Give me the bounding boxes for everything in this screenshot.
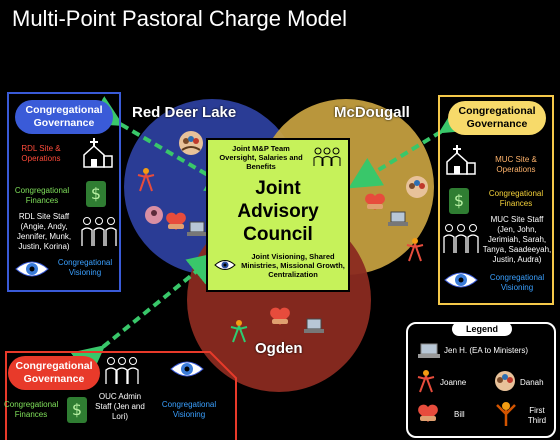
laptop-icon (304, 318, 324, 333)
council-bottom-text: Joint Visioning, Shared Ministries, Miss… (241, 252, 345, 279)
legend-bill: Bill (454, 410, 465, 419)
arrow-bottom-panel (70, 251, 221, 378)
person-icon (145, 206, 163, 224)
left-governance-pill: Congregational Governance (15, 100, 113, 134)
circle-label-ogden: Ogden (255, 340, 303, 357)
svg-text:$: $ (72, 400, 82, 419)
council-top-text: Joint M&P Team Oversight, Salaries and B… (219, 144, 303, 171)
bottom-visioning-text: Congregational Visioning (161, 400, 217, 419)
team-people-icon (313, 147, 341, 166)
joint-advisory-council-box: Joint M&P Team Oversight, Salaries and B… (206, 138, 350, 292)
celebration-icon (406, 238, 424, 262)
council-title-line3: Council (243, 224, 313, 245)
celebration-icon (137, 168, 155, 192)
church-icon (446, 145, 476, 175)
people-group-icon (179, 131, 203, 155)
council-title-line2: Advisory (237, 201, 319, 222)
left-site-ops-text: RDL Site & Operations (21, 144, 61, 163)
left-panel: Congregational Governance RDL Site & Ope… (7, 92, 121, 292)
money-icon: $ (449, 188, 469, 214)
right-site-ops-text: MUC Site & Operations (495, 155, 537, 174)
right-panel: Congregational Governance MUC Site & Ope… (438, 95, 554, 305)
bottom-governance-pill: Congregational Governance (8, 356, 100, 390)
bottom-panel: Congregational Governance Congregational… (0, 348, 240, 440)
page-title: Multi-Point Pastoral Charge Model (12, 6, 348, 31)
money-icon: $ (67, 397, 87, 423)
eye-icon (444, 272, 478, 288)
hands-raised-icon (496, 402, 516, 426)
bottom-panel-border (5, 351, 237, 440)
eye-icon (15, 261, 49, 277)
arrow-right-panel (348, 103, 474, 189)
legend-title: Legend (452, 322, 512, 336)
legend-box: Legend Jen H. (EA to Ministers) Joanne D… (406, 322, 556, 438)
legend-jen: Jen H. (EA to Ministers) (444, 346, 529, 355)
left-finances-text: Congregational Finances (14, 186, 70, 205)
heart-hands-icon (365, 193, 385, 210)
svg-text:$: $ (454, 191, 464, 210)
heart-hands-icon (270, 307, 290, 325)
council-title-line1: Joint (255, 178, 301, 199)
right-staff-text: MUC Site Staff (Jen, John, Jerimiah, Sar… (482, 215, 552, 264)
laptop-icon (388, 211, 408, 226)
eye-icon (170, 361, 204, 377)
people-group-icon (406, 176, 428, 198)
legend-joanne: Joanne (440, 378, 467, 387)
celebration-icon (230, 320, 248, 343)
right-governance-pill: Congregational Governance (448, 101, 546, 135)
staff-group-icon (105, 357, 139, 384)
left-staff-text: RDL Site Staff (Angie, Andy, Jennifer, M… (16, 212, 72, 251)
legend-first-third: First Third (527, 406, 547, 425)
people-group-icon (495, 371, 515, 391)
laptop-icon (418, 343, 440, 358)
circle-label-red-deer-lake: Red Deer Lake (132, 104, 237, 121)
bottom-staff-text: OUC Admin Staff (Jen and Lori) (95, 392, 145, 421)
left-visioning-text: Congregational Visioning (57, 258, 113, 277)
bottom-finances-text: Congregational Finances (4, 400, 59, 419)
staff-group-icon (443, 224, 479, 253)
circle-label-mcdougall: McDougall (334, 104, 410, 121)
legend-danah: Danah (520, 378, 544, 387)
right-visioning-text: Congregational Visioning (489, 273, 545, 292)
celebration-icon (417, 370, 435, 393)
heart-hands-icon (166, 212, 186, 230)
church-icon (83, 138, 113, 168)
arrow-left-panel (88, 96, 239, 194)
staff-group-icon (81, 217, 117, 246)
svg-text:$: $ (91, 184, 101, 203)
eye-icon (214, 260, 236, 270)
right-finances-text: Congregational Finances (488, 189, 544, 208)
money-icon: $ (86, 181, 106, 207)
heart-hands-icon (418, 404, 438, 422)
laptop-icon (187, 221, 207, 236)
